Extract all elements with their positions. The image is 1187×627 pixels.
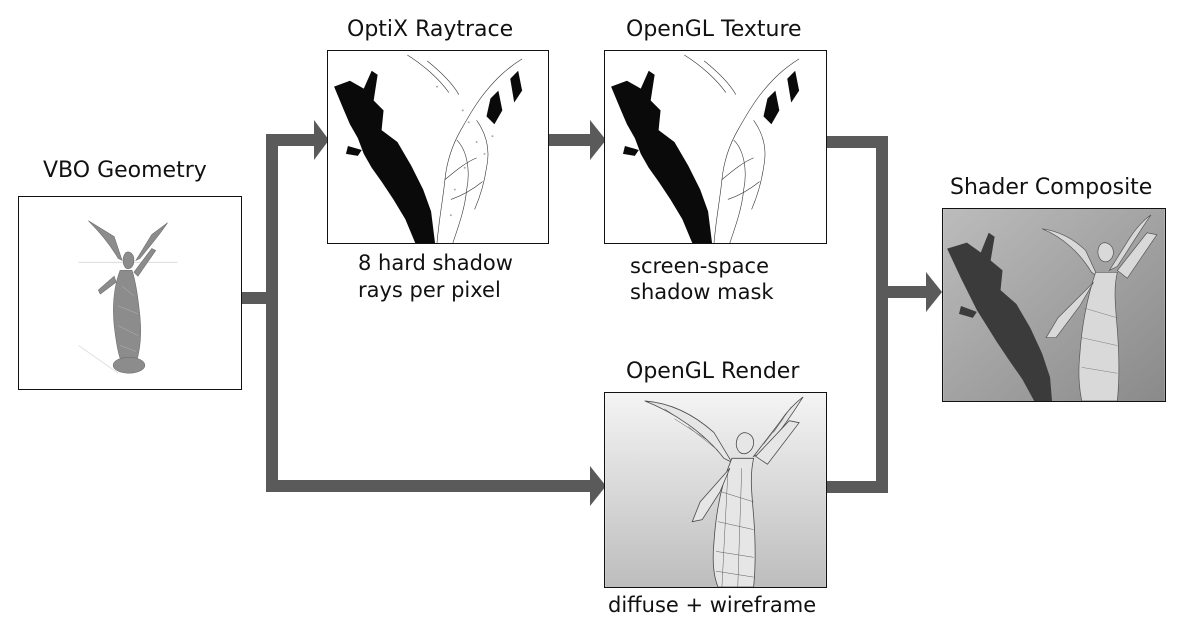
statue-wireframe-thumbnail — [19, 197, 241, 389]
statue-shadow-composite — [943, 209, 1165, 401]
optix-caption-line2: rays per pixel — [358, 278, 501, 302]
optix-title: OptiX Raytrace — [347, 17, 514, 42]
glrender-title: OpenGL Render — [626, 359, 800, 384]
connector-vbo-stub — [240, 292, 270, 304]
arrow-to-optix — [314, 120, 329, 160]
optix-caption-line1: 8 hard shadow — [358, 251, 513, 275]
gltex-caption-line1: screen-space — [630, 254, 769, 278]
optix-raytrace-panel — [327, 50, 549, 244]
arrow-to-gltex — [590, 120, 606, 160]
connector-to-optix — [266, 134, 316, 146]
arrow-to-glrender — [590, 466, 606, 506]
vbo-geometry-panel — [18, 196, 242, 390]
statue-diffuse-wireframe — [605, 393, 826, 587]
opengl-render-panel — [604, 392, 827, 588]
connector-trunk — [266, 134, 278, 492]
connector-merge — [876, 136, 888, 493]
connector-optix-to-gltex — [548, 134, 590, 146]
glrender-caption: diffuse + wireframe — [608, 593, 817, 617]
connector-gltex-out — [826, 136, 888, 148]
connector-to-glrender — [266, 480, 591, 492]
shader-composite-panel — [942, 208, 1166, 402]
binary-shadow-mask — [605, 51, 826, 243]
connector-to-composite — [888, 286, 928, 298]
opengl-texture-panel — [604, 50, 827, 244]
gltex-caption-line2: shadow mask — [630, 280, 774, 304]
composite-title: Shader Composite — [950, 175, 1153, 200]
vbo-title: VBO Geometry — [43, 158, 207, 183]
arrow-to-composite — [926, 272, 942, 312]
connector-glrender-out — [826, 481, 888, 493]
gltex-title: OpenGL Texture — [626, 17, 802, 42]
binary-shadow-raytrace — [328, 51, 548, 243]
